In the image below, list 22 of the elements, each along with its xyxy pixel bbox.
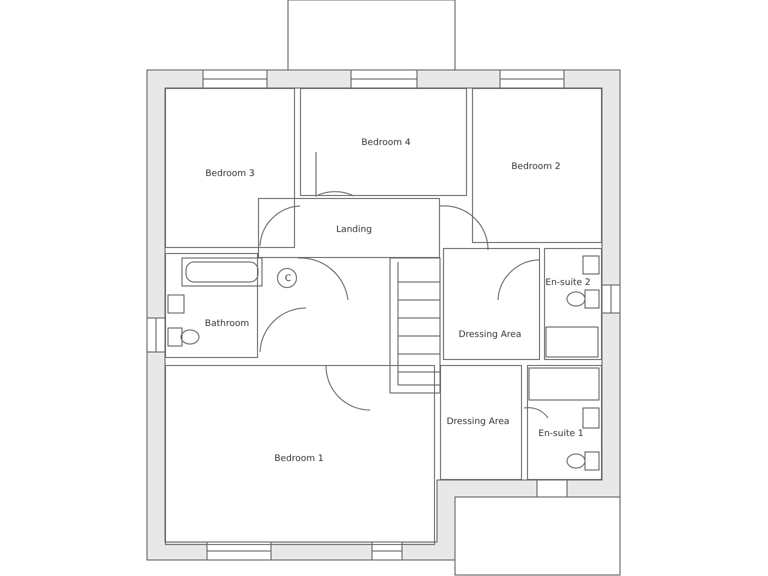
room-outline — [300, 88, 467, 196]
room-name: Landing — [336, 225, 372, 235]
room-name: En-suite 1 — [538, 429, 584, 439]
room-name: En-suite 2 — [545, 278, 591, 288]
room-name: Dressing Area — [446, 417, 510, 427]
room-name: Bathroom — [204, 319, 250, 329]
room-name: Dressing Area — [458, 330, 522, 340]
room-outline — [544, 248, 602, 360]
room-name: Bedroom 4 — [361, 138, 411, 148]
room-name: Bedroom 1 — [274, 454, 324, 464]
cupboard-circle — [277, 268, 297, 288]
cupboard-label: C — [284, 274, 292, 284]
room-outline — [165, 88, 295, 248]
room-name: Bedroom 3 — [205, 169, 255, 179]
room-outline — [165, 253, 258, 358]
room-name: Bedroom 2 — [511, 162, 561, 172]
room-outline — [472, 88, 602, 243]
room-outline — [527, 365, 602, 480]
room-outline — [443, 248, 540, 360]
room-outline — [165, 365, 435, 545]
room-outline — [440, 365, 522, 480]
room-outline — [258, 198, 440, 258]
